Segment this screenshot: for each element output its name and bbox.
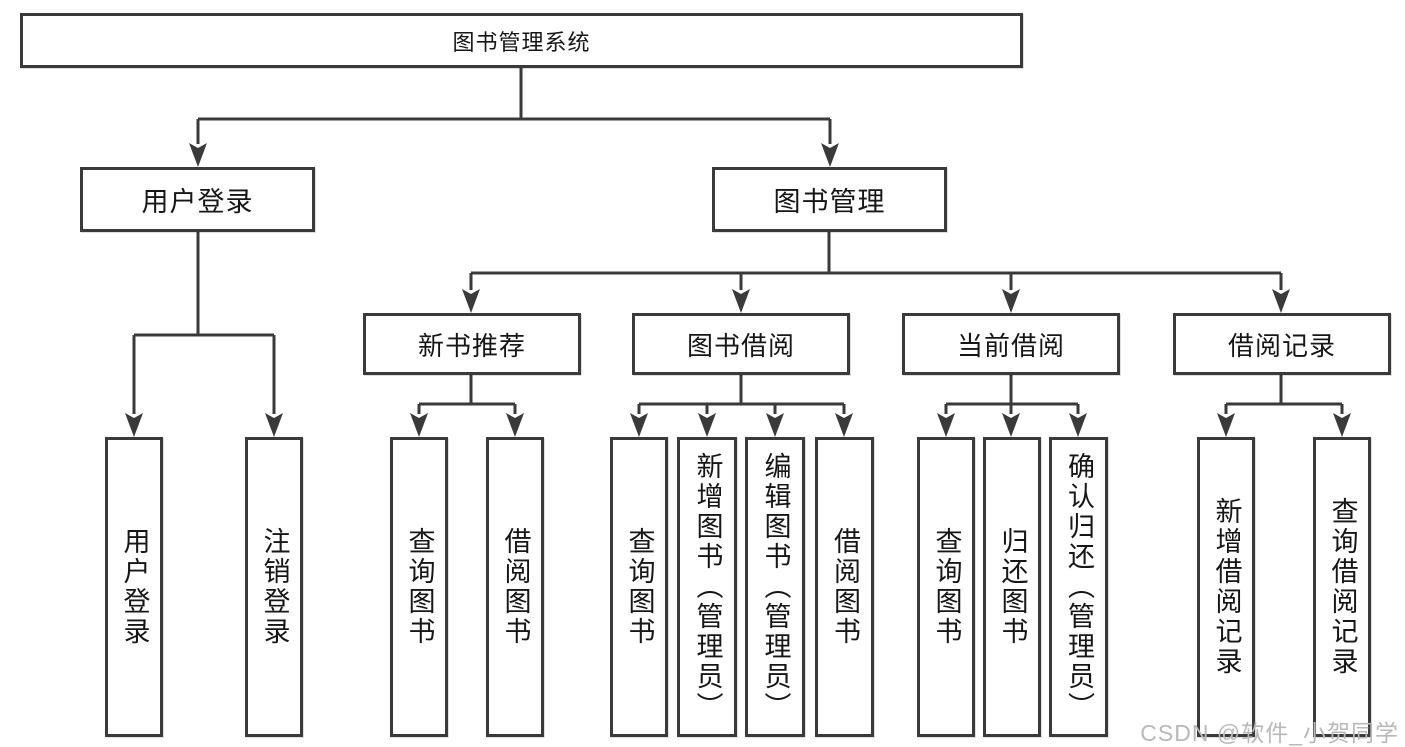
leaf-cb-confirm-return-admin: 确认归还（管理员）: [1049, 437, 1108, 737]
leaf-nbr-query-books: 查询图书: [390, 437, 448, 737]
leaf-user-login: 用户登录: [105, 437, 163, 737]
connector-book-borrowing-to-leaves: [630, 375, 853, 437]
csdn-watermark: CSDN @软件_小贺同学: [1140, 720, 1399, 746]
node-new-book-recommend: 新书推荐: [363, 313, 581, 375]
leaf-br-add-borrow-record: 新增借阅记录: [1197, 437, 1255, 737]
leaf-nbr-borrow-books: 借阅图书: [486, 437, 544, 737]
leaf-cb-query-books: 查询图书: [917, 437, 975, 737]
leaf-cb-return-books: 归还图书: [983, 437, 1041, 737]
leaf-bb-borrow-books: 借阅图书: [815, 437, 874, 737]
node-borrowing-records: 借阅记录: [1173, 313, 1391, 375]
connector-current-borrowing-to-leaves: [937, 375, 1087, 437]
leaf-bb-edit-books-admin: 编辑图书（管理员）: [745, 437, 805, 737]
node-root: 图书管理系统: [20, 13, 1023, 68]
connector-root-to-level2: [189, 68, 839, 167]
connector-user-login-to-leaves: [125, 232, 283, 437]
leaf-logout-login: 注销登录: [245, 437, 303, 737]
leaf-bb-query-books: 查询图书: [610, 437, 668, 737]
connector-borrowing-records-to-leaves: [1217, 375, 1351, 437]
node-user-login: 用户登录: [80, 167, 315, 232]
node-book-management: 图书管理: [712, 167, 947, 232]
node-current-borrowing: 当前借阅: [902, 313, 1120, 375]
leaf-br-query-borrow-record: 查询借阅记录: [1313, 437, 1371, 737]
leaf-bb-add-books-admin: 新增图书（管理员）: [677, 437, 737, 737]
node-book-borrowing: 图书借阅: [632, 313, 850, 375]
connector-new-book-recommend-to-leaves: [410, 375, 524, 437]
connector-book-management-to-level3: [462, 232, 1290, 313]
